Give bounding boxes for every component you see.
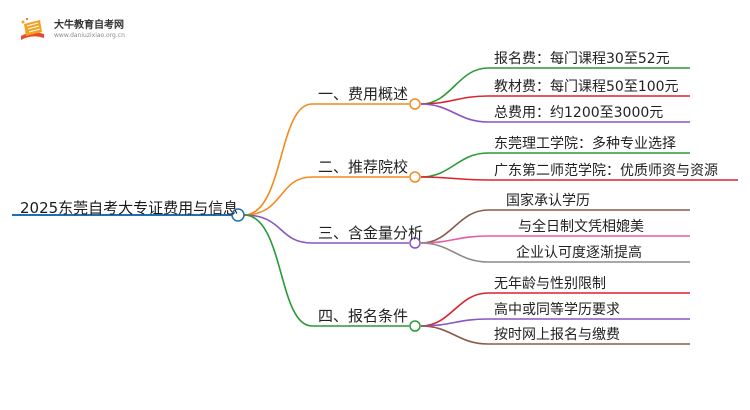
branch-label-3[interactable]: 三、含金量分析 [318,224,424,242]
branch-node-4[interactable] [409,320,421,332]
leaf-edge-2-2 [420,176,489,181]
branch-edge-3 [243,214,313,244]
leaf-edge-1-2 [420,95,489,105]
leaf-edge-4-1 [420,292,489,327]
leaf-label-2-1[interactable]: 东莞理工学院：多种专业选择 [494,136,676,152]
root-node-label[interactable]: 2025东莞自考大专证费用与信息 [20,199,239,217]
leaf-label-3-3[interactable]: 企业认可度逐渐提高 [516,245,642,261]
branch-edge-4 [243,214,313,327]
logo-url: www.daniuzixiao.org.cn [54,32,125,39]
mindmap-edges [12,67,738,345]
branch-label-2[interactable]: 二、推荐院校 [318,158,409,176]
root-node[interactable] [231,208,245,222]
leaf-edge-2-1 [420,152,489,178]
leaf-label-4-2[interactable]: 高中或同等学历要求 [494,302,620,318]
branch-node-3[interactable] [409,237,421,249]
leaf-label-3-1[interactable]: 国家承认学历 [506,193,590,209]
leaf-edge-3-2 [420,235,489,244]
branch-node-2[interactable] [409,171,421,183]
branch-edge-2 [243,176,313,216]
leaf-label-1-2[interactable]: 教材费：每门课程50至100元 [494,79,679,95]
mindmap-nodes [231,98,421,332]
leaf-label-4-1[interactable]: 无年龄与性别限制 [494,276,606,292]
site-logo[interactable]: 大牛教育自考网 www.daniuzixiao.org.cn [18,16,125,44]
logo-title: 大牛教育自考网 [54,20,124,31]
leaf-edge-3-3 [420,242,489,263]
branch-node-1[interactable] [409,98,421,110]
leaf-label-1-1[interactable]: 报名费：每门课程30至52元 [494,51,670,67]
leaf-label-4-3[interactable]: 按时网上报名与缴费 [494,327,620,343]
leaf-edge-4-3 [420,325,489,345]
branch-label-4[interactable]: 四、报名条件 [318,307,409,325]
leaf-edge-1-1 [420,67,489,105]
branch-edge-1 [243,103,313,216]
leaf-edge-4-2 [420,318,489,327]
branch-label-1[interactable]: 一、费用概述 [318,85,409,103]
logo-book-icon [21,18,44,40]
leaf-label-2-2[interactable]: 广东第二师范学院：优质师资与资源 [494,163,718,179]
leaf-edge-1-3 [420,103,489,123]
leaf-label-3-2[interactable]: 与全日制文凭相媲美 [518,219,644,235]
logo-text: 大牛教育自考网 www.daniuzixiao.org.cn [54,20,125,40]
leaf-label-1-3[interactable]: 总费用：约1200至3000元 [494,105,664,121]
leaf-edge-3-1 [420,209,489,244]
